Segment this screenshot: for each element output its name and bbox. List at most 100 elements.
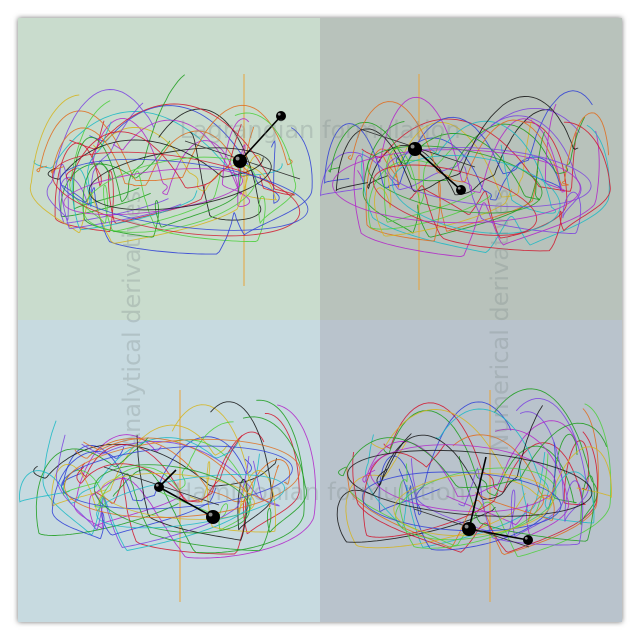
- bob-highlight: [155, 483, 159, 487]
- pendulum-trace: [51, 126, 255, 187]
- pendulum-trace: [338, 422, 608, 488]
- watermark-bottom: Hamiltonian formulation: [174, 478, 466, 506]
- pendulum-bob-1: [154, 482, 164, 492]
- pendulum-bob-1: [408, 142, 422, 156]
- pendulum-trace: [58, 102, 169, 224]
- pendulum-panel-hamiltonian-numerical: [336, 388, 613, 602]
- panel-background-lagrangian-numerical: [320, 18, 622, 320]
- pendulum-trace: [46, 89, 182, 229]
- bob-highlight: [208, 512, 213, 517]
- pendulum-bob-2: [456, 185, 466, 195]
- pendulum-rod-lower: [239, 115, 282, 162]
- pendulum-trace: [362, 443, 499, 538]
- pendulum-trace: [409, 121, 611, 252]
- bob-highlight: [410, 144, 415, 149]
- pendulum-trace: [458, 388, 598, 542]
- pendulum-trace: [54, 120, 206, 233]
- pendulum-panel-lagrangian-analytical: [29, 74, 313, 286]
- pendulum-trace: [92, 404, 317, 559]
- pendulum-trace: [378, 401, 512, 516]
- pendulum-trace: [76, 435, 243, 502]
- pendulum-trace: [398, 441, 556, 551]
- simulation-canvas: Lagrangian formulation Hamiltonian formu…: [18, 18, 622, 622]
- pendulum-trace: [395, 467, 557, 541]
- pendulum-trace: [332, 149, 581, 224]
- pendulum-trace: [429, 120, 557, 214]
- bob-highlight: [457, 186, 461, 190]
- pendulum-trace: [158, 108, 262, 221]
- panel-background-lagrangian-analytical: [18, 18, 320, 320]
- pendulum-bob-2: [523, 535, 533, 545]
- pendulum-trace: [383, 410, 578, 504]
- pendulum-trace: [353, 130, 600, 258]
- pendulum-trace: [71, 121, 198, 231]
- pendulum-trace: [347, 450, 593, 517]
- pendulum-trace: [458, 398, 589, 546]
- pendulum-trace: [33, 111, 283, 177]
- pendulum-trace: [372, 164, 538, 236]
- pendulum-trace: [362, 420, 578, 497]
- pendulum-bob-1: [462, 522, 476, 536]
- pendulum-trace: [123, 416, 308, 552]
- pendulum-panel-lagrangian-numerical: [320, 74, 611, 290]
- pendulum-trace: [132, 112, 297, 243]
- pendulum-rod-lower: [414, 148, 462, 191]
- pendulum-trace: [73, 434, 184, 530]
- pendulum-trace: [365, 148, 539, 242]
- pendulum-trace: [89, 105, 280, 204]
- pendulum-trace: [59, 158, 309, 231]
- pendulum-trace: [52, 151, 301, 237]
- pendulum-trace: [96, 474, 286, 529]
- pendulum-trace: [88, 147, 272, 211]
- pendulum-trace: [94, 413, 300, 555]
- pendulum-trace: [345, 440, 526, 549]
- panel-background-hamiltonian-analytical: [18, 320, 320, 622]
- pendulum-trace: [69, 103, 296, 196]
- pendulum-bob-2: [206, 510, 220, 524]
- pendulum-trace: [323, 90, 593, 188]
- pendulum-trace: [69, 100, 222, 233]
- pendulum-panel-hamiltonian-analytical: [19, 390, 317, 602]
- pendulum-trace: [361, 124, 610, 253]
- pendulum-trace: [374, 144, 513, 237]
- watermark-top: Lagrangian formulation: [179, 116, 460, 144]
- pendulum-trace: [463, 115, 582, 235]
- pendulum-trace: [35, 437, 179, 536]
- pendulum-bob-1: [233, 154, 247, 168]
- pendulum-trace: [383, 132, 476, 223]
- pendulum-trace: [62, 127, 313, 255]
- pendulum-trace: [65, 123, 242, 189]
- pendulum-trace: [369, 444, 557, 513]
- pendulum-trace: [47, 139, 264, 180]
- pendulum-trace: [64, 438, 301, 519]
- pendulum-rod-upper: [468, 456, 487, 530]
- pendulum-trace: [398, 453, 549, 549]
- pendulum-trace: [29, 94, 250, 244]
- pendulum-trace: [368, 145, 492, 230]
- pendulum-trace: [19, 437, 240, 504]
- bob-highlight: [464, 524, 469, 529]
- bob-highlight: [277, 112, 281, 116]
- bob-highlight: [524, 536, 528, 540]
- pendulum-trace: [63, 168, 244, 216]
- pendulum-trace: [82, 153, 242, 238]
- pendulum-trace: [393, 473, 554, 537]
- pendulum-trace: [136, 401, 273, 541]
- pendulum-trace: [423, 121, 568, 239]
- pendulum-trace: [51, 446, 217, 539]
- pendulum-trace: [61, 445, 293, 510]
- pendulum-trace: [90, 118, 250, 195]
- pendulum-rod-lower: [158, 486, 214, 518]
- pendulum-trace: [83, 437, 280, 508]
- pendulum-trace: [74, 438, 291, 503]
- pendulum-trace: [370, 409, 613, 500]
- pendulum-trace: [361, 471, 562, 532]
- pendulum-trace: [347, 101, 610, 186]
- pendulum-trace: [335, 96, 579, 192]
- watermark-left: Analytical derivatives: [118, 191, 146, 449]
- pendulum-trace: [376, 405, 543, 500]
- pendulum-trace: [391, 155, 561, 234]
- watermark-right: Numerical derivatives: [486, 188, 514, 451]
- bob-highlight: [235, 156, 240, 161]
- pendulum-trace: [376, 96, 566, 194]
